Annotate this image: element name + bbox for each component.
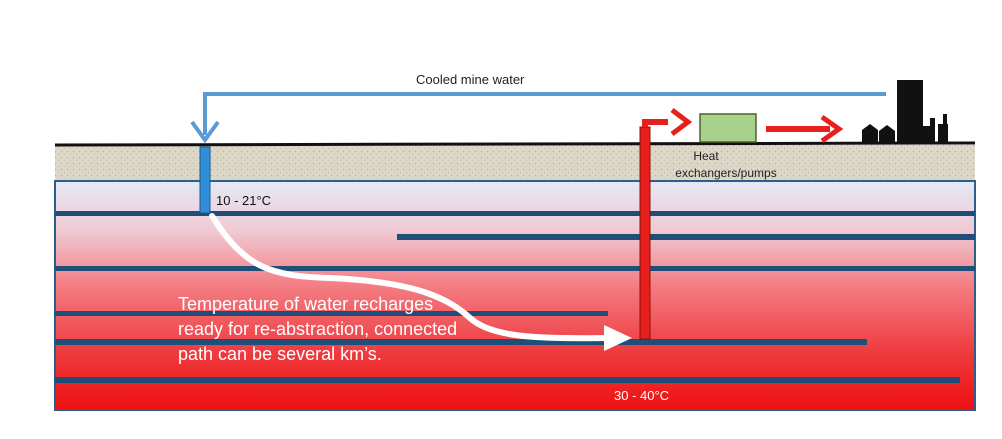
annotation-line-1: Temperature of water recharges [178,294,433,314]
hot-water-arrowhead-icon [670,108,693,136]
heat-exchangers-label-line2: exchangers/pumps [675,166,776,180]
flooded-mine-water-body [55,181,975,410]
mine-layer [55,211,975,216]
ground-surface-line [54,141,976,147]
cooled-water-pipe [203,92,886,135]
temperature-top-label: 10 - 21°C [216,193,271,208]
mine-layer [55,266,975,271]
annotation-line-2: ready for re-abstraction, connected [178,319,457,339]
buildings-icon [862,80,948,143]
mine-layer [397,234,975,240]
recharge-flow-arrowhead-icon [604,325,632,351]
heat-exchanger-box [699,113,757,143]
cooled-water-arrowhead-icon [190,120,220,144]
heat-exchangers-label-line1: Heat [693,149,719,163]
mine-layer [55,311,608,316]
abstraction-well [639,126,651,340]
annotation-line-3: path can be several km’s. [178,344,382,364]
mine-layer [55,377,960,383]
temperature-bottom-label: 30 - 40°C [614,388,669,403]
injection-well [199,146,211,214]
heat-supply-arrowhead-icon [820,114,844,144]
hot-water-pipe [642,119,668,127]
recharge-flow-path [209,213,613,342]
soil-layer [55,145,975,181]
mine-layer [55,339,867,345]
water-body-outline [54,180,976,411]
mine-workings-layers [55,211,975,383]
cooled-water-label: Cooled mine water [416,72,525,87]
